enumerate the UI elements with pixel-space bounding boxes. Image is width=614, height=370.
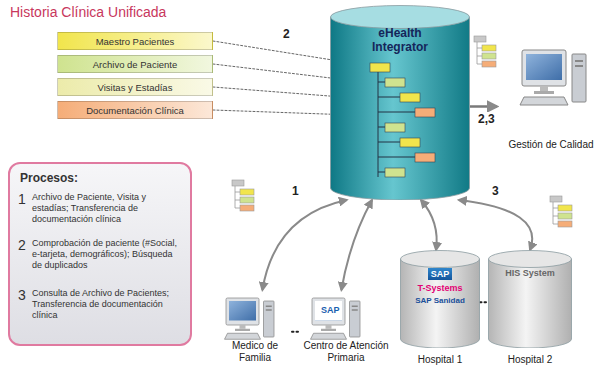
flow-arrow bbox=[262, 200, 346, 290]
computer-icon bbox=[520, 50, 586, 105]
database-brand: T-Systems bbox=[417, 283, 462, 293]
band-label: Visitas y Estadías bbox=[98, 82, 173, 93]
computer-station: Medico de Familia bbox=[218, 290, 292, 366]
computer-icon bbox=[311, 298, 361, 339]
computer-station: Gestión de Calidad bbox=[497, 45, 605, 153]
station-label: Medico de Familia bbox=[218, 340, 292, 364]
dotted-link bbox=[292, 331, 300, 333]
data-band: Visitas y Estadías bbox=[57, 78, 213, 96]
tree-line bbox=[378, 172, 385, 173]
tree-record bbox=[400, 138, 420, 147]
station-label: Centro de Atención Primaria bbox=[300, 340, 392, 364]
database-brand: SAP Sanidad bbox=[415, 296, 465, 305]
cylinder-top bbox=[401, 251, 480, 268]
process-item: 2Comprobación de paciente (#Social, e-ta… bbox=[18, 238, 184, 274]
tree-record bbox=[385, 168, 405, 177]
tree-icon bbox=[550, 196, 572, 227]
hospital-database: HIS SystemHospital 2 bbox=[488, 250, 572, 366]
flow-arrow bbox=[459, 200, 532, 250]
panel-heading: Procesos: bbox=[10, 164, 190, 192]
flow-arrow bbox=[470, 105, 497, 108]
dotted-link bbox=[213, 110, 330, 114]
callout-number: 3 bbox=[490, 184, 501, 198]
band-label: Maestro Pacientes bbox=[96, 36, 175, 47]
database-brand: HIS System bbox=[505, 268, 555, 278]
process-panel: Procesos:1Archivo de Paciente, Visita y … bbox=[8, 162, 192, 346]
band-label: Archivo de Paciente bbox=[93, 59, 178, 70]
database-brand: SAP bbox=[428, 268, 453, 280]
tree-record bbox=[400, 93, 420, 102]
database-label: Hospital 2 bbox=[488, 354, 572, 365]
band-label: Documentación Clínica bbox=[86, 105, 184, 116]
diagram-title: Historia Clínica Unificada bbox=[10, 4, 166, 20]
process-item: 1Archivo de Paciente, Visita y estadías;… bbox=[18, 192, 184, 228]
database-label: Hospital 1 bbox=[400, 354, 480, 365]
integrator-cylinder: eHealth Integrator bbox=[330, 5, 470, 200]
station-label: Gestión de Calidad bbox=[508, 139, 593, 151]
tree-line bbox=[378, 97, 400, 98]
cylinder-top bbox=[489, 251, 572, 268]
cylinder-shape bbox=[488, 250, 572, 348]
tree-record bbox=[415, 108, 435, 117]
callout-number: 1 bbox=[290, 184, 301, 198]
step-text: Archivo de Paciente, Visita y estadías; … bbox=[32, 192, 184, 225]
callout-number: 2,3 bbox=[476, 112, 497, 126]
dotted-link bbox=[213, 41, 330, 60]
dotted-link bbox=[213, 64, 330, 78]
database-content: SAP T-SystemsSAP Sanidad bbox=[400, 268, 480, 305]
tree-line bbox=[378, 127, 385, 128]
data-band: Maestro Pacientes bbox=[57, 32, 213, 50]
computer-icon bbox=[225, 298, 275, 339]
step-text: Comprobación de paciente (#Social, e-tar… bbox=[32, 238, 184, 271]
cylinder-body bbox=[331, 17, 470, 200]
dotted-link bbox=[213, 87, 330, 96]
step-number: 3 bbox=[18, 288, 32, 303]
flow-arrow bbox=[421, 200, 437, 250]
tree-record bbox=[385, 123, 405, 132]
computer-station: Centro de Atención Primaria bbox=[300, 290, 392, 366]
hospital-database: SAP T-SystemsSAP SanidadHospital 1 bbox=[400, 250, 480, 366]
cylinder-body bbox=[489, 259, 572, 348]
data-band: Documentación Clínica bbox=[57, 101, 213, 119]
tree-line bbox=[378, 82, 385, 83]
screen bbox=[315, 301, 342, 321]
step-number: 2 bbox=[18, 238, 32, 253]
tree-icon bbox=[474, 36, 496, 67]
process-item: 3Consulta de Archivo de Pacientes; Trans… bbox=[18, 288, 184, 324]
cylinder-body bbox=[401, 259, 480, 348]
tree-icon bbox=[232, 180, 254, 211]
tree-line bbox=[378, 142, 400, 143]
tree-record bbox=[385, 78, 405, 87]
tree-record bbox=[370, 63, 390, 72]
cylinder-top bbox=[331, 6, 470, 29]
step-text: Consulta de Archivo de Pacientes; Transf… bbox=[32, 288, 184, 321]
screen-logo: SAP bbox=[320, 305, 341, 316]
database-content: HIS System bbox=[488, 268, 572, 278]
tree-line bbox=[378, 157, 415, 158]
callout-number: 2 bbox=[281, 27, 292, 41]
step-number: 1 bbox=[18, 192, 32, 207]
tree-line bbox=[378, 72, 379, 177]
flow-arrow bbox=[341, 200, 372, 290]
integrator-name: eHealth Integrator bbox=[358, 27, 442, 55]
tree-record bbox=[415, 153, 435, 162]
data-band: Archivo de Paciente bbox=[57, 55, 213, 73]
tree-line bbox=[378, 112, 415, 113]
dotted-link bbox=[480, 301, 488, 303]
